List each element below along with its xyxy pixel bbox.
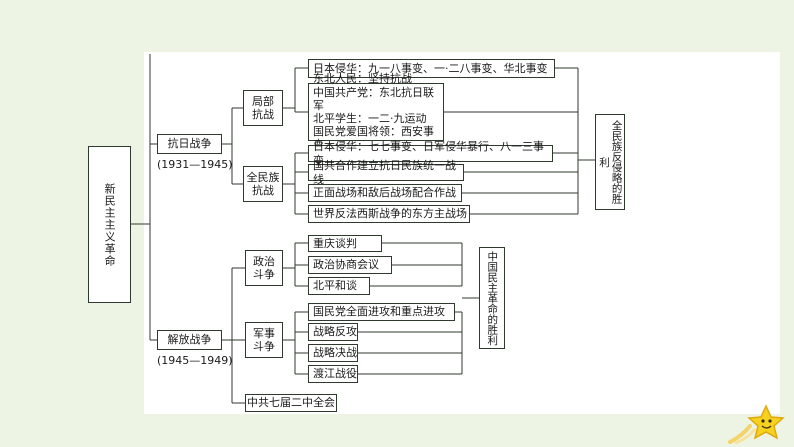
root-label: 新民主主义革命 <box>103 182 117 267</box>
result-democratic-revolution-victory: 中国民主革命的胜利 <box>479 247 505 349</box>
root-node: 新民主主义革命 <box>88 146 131 303</box>
politics-item-2: 北平和谈 <box>308 277 370 295</box>
plenary-session-text: 中共七届二中全会 <box>247 396 335 410</box>
liberation-war-node: 解放战争 <box>157 330 222 350</box>
military-item-3: 渡江战役 <box>308 365 358 383</box>
politics-item-1: 政治协商会议 <box>308 256 392 274</box>
full-item-2-text: 正面战场和敌后战场配合作战 <box>313 186 456 200</box>
local-resistance-node: 局部 抗战 <box>243 90 283 126</box>
full-item-3-text: 世界反法西斯战争的东方主战场 <box>313 207 467 221</box>
plenary-session-node: 中共七届二中全会 <box>245 394 337 412</box>
full-item-0-text: 日本侵华：七七事变、日军侵华暴行、八一三事变 <box>313 140 544 167</box>
anti-japanese-war-period: (1931—1945) <box>157 158 233 171</box>
anti-japanese-war-node: 抗日战争 <box>157 134 222 154</box>
political-struggle-label: 政治 斗争 <box>253 254 275 281</box>
full-item-1: 国共合作建立抗日民族统一战线 <box>308 159 464 186</box>
local-resistance-label: 局部 抗战 <box>252 94 274 121</box>
military-item-3-text: 渡江战役 <box>313 367 357 381</box>
military-item-1: 战略反攻 <box>308 323 358 341</box>
full-item-3: 世界反法西斯战争的东方主战场 <box>308 205 470 223</box>
full-item-2: 正面战场和敌后战场配合作战 <box>308 184 462 202</box>
political-struggle-node: 政治 斗争 <box>245 250 283 286</box>
military-item-1-text: 战略反攻 <box>313 325 357 339</box>
military-struggle-node: 军事 斗争 <box>245 322 283 358</box>
liberation-war-label: 解放战争 <box>167 333 212 347</box>
politics-item-0-text: 重庆谈判 <box>313 236 357 250</box>
full-resistance-label: 全民族 抗战 <box>246 170 280 197</box>
military-item-0: 国民党全面进攻和重点进攻 <box>308 303 455 321</box>
result-democratic-revolution-victory-text: 中国民主革命的胜利 <box>486 250 499 346</box>
politics-item-2-text: 北平和谈 <box>313 279 357 293</box>
politics-item-1-text: 政治协商会议 <box>313 258 379 272</box>
liberation-war-period: (1945—1949) <box>157 354 233 367</box>
local-item-resistance-text: 东北人民：坚持抗战 中国共产党：东北抗日联军 北平学生：一二·九运动 国民党爱国… <box>313 72 434 151</box>
military-item-2: 战略决战 <box>308 344 358 362</box>
local-item-resistance: 东北人民：坚持抗战 中国共产党：东北抗日联军 北平学生：一二·九运动 国民党爱国… <box>308 72 444 151</box>
full-item-0: 日本侵华：七七事变、日军侵华暴行、八一三事变 <box>308 140 553 167</box>
local-item-invasion-text: 日本侵华：九一八事变、一·二八事变、华北事变 <box>313 61 548 75</box>
star-icon <box>728 404 785 444</box>
anti-japanese-war-label: 抗日战争 <box>167 137 212 151</box>
politics-item-0: 重庆谈判 <box>308 235 382 252</box>
result-national-victory: 全民族反侵略的胜利 <box>595 114 625 210</box>
local-item-invasion: 日本侵华：九一八事变、一·二八事变、华北事变 <box>308 59 555 78</box>
result-national-victory-text: 全民族反侵略的胜利 <box>598 120 623 204</box>
military-struggle-label: 军事 斗争 <box>253 326 275 353</box>
military-item-2-text: 战略决战 <box>313 346 357 360</box>
full-item-1-text: 国共合作建立抗日民族统一战线 <box>313 159 456 186</box>
full-resistance-node: 全民族 抗战 <box>243 166 283 202</box>
military-item-0-text: 国民党全面进攻和重点进攻 <box>313 305 445 319</box>
